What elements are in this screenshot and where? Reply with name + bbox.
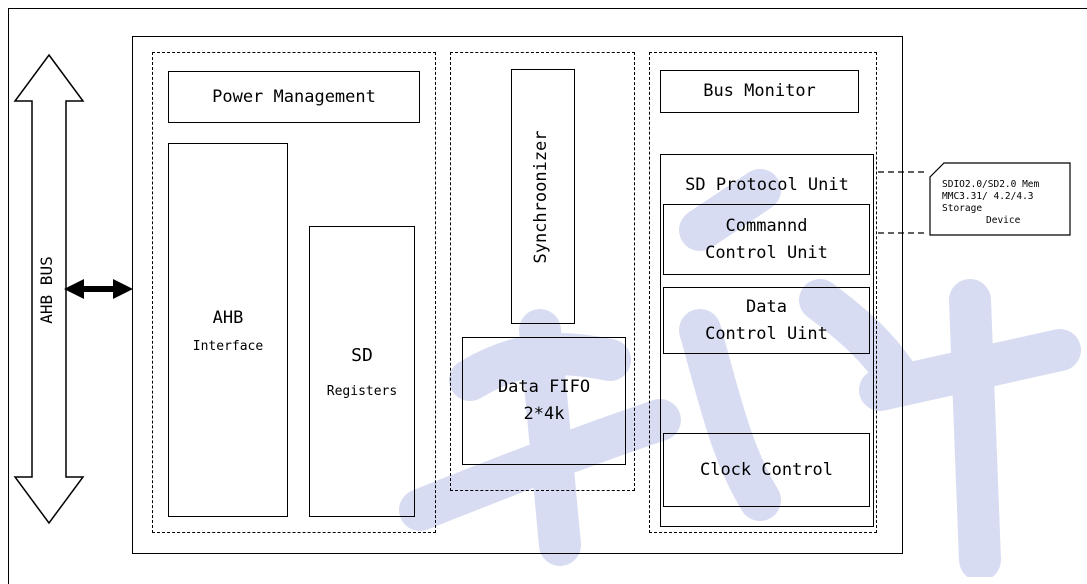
bus-monitor-block: Bus Monitor [660,70,859,113]
connector-arrow-right-head [113,279,133,299]
data-control-line1: Data [746,296,787,317]
data-fifo-block: Data FIFO 2*4k [462,337,626,465]
ahb-interface-title: AHB [212,308,244,328]
sd-registers-subtitle: Registers [326,384,398,399]
ahb-bus-arrow [13,53,85,525]
storage-device-line4: Device [986,215,1021,226]
ahb-bus-label: AHB BUS [37,256,56,324]
host-interface-region [152,52,436,533]
data-fifo-line1: Data FIFO [497,377,591,397]
clock-control-block: Clock Control [663,433,870,507]
storage-device-line1: SDIO2.0/SD2.0 Mem [942,179,1040,190]
outer-frame [8,8,1087,584]
synchronizer-label: Synchroonizer [531,130,551,264]
command-control-unit-block: Commannd Control Unit [663,204,870,275]
data-path-region [450,52,635,491]
storage-device-card [929,162,1071,236]
synchronizer-block: Synchroonizer [511,69,575,324]
sd-registers-block: SD Registers [309,226,415,517]
storage-device-line2: MMC3.31/ 4.2/4.3 [942,191,1034,202]
data-fifo-line2: 2*4k [523,404,565,424]
command-control-line1: Commannd [725,215,808,236]
connector-arrow-left-head [64,279,84,299]
data-control-line2: Control Uint [705,323,828,344]
ahb-interface-subtitle: Interface [192,339,264,354]
sd-side-region [649,52,877,533]
sd-protocol-unit-block: SD Protocol Unit [660,154,874,527]
sd-protocol-unit-title: SD Protocol Unit [685,175,849,195]
ahb-interface-block: AHB Interface [168,143,288,517]
power-management-block: Power Management [168,71,420,123]
sd-registers-title: SD [351,345,373,366]
storage-device-line3: Storage [942,203,983,214]
sd-controller-block [132,36,903,554]
command-control-line2: Control Unit [705,242,828,263]
storage-device-text: SDIO2.0/SD2.0 Mem MMC3.31/ 4.2/4.3 Stora… [942,179,1068,227]
data-control-unit-block: Data Control Uint [663,287,870,354]
